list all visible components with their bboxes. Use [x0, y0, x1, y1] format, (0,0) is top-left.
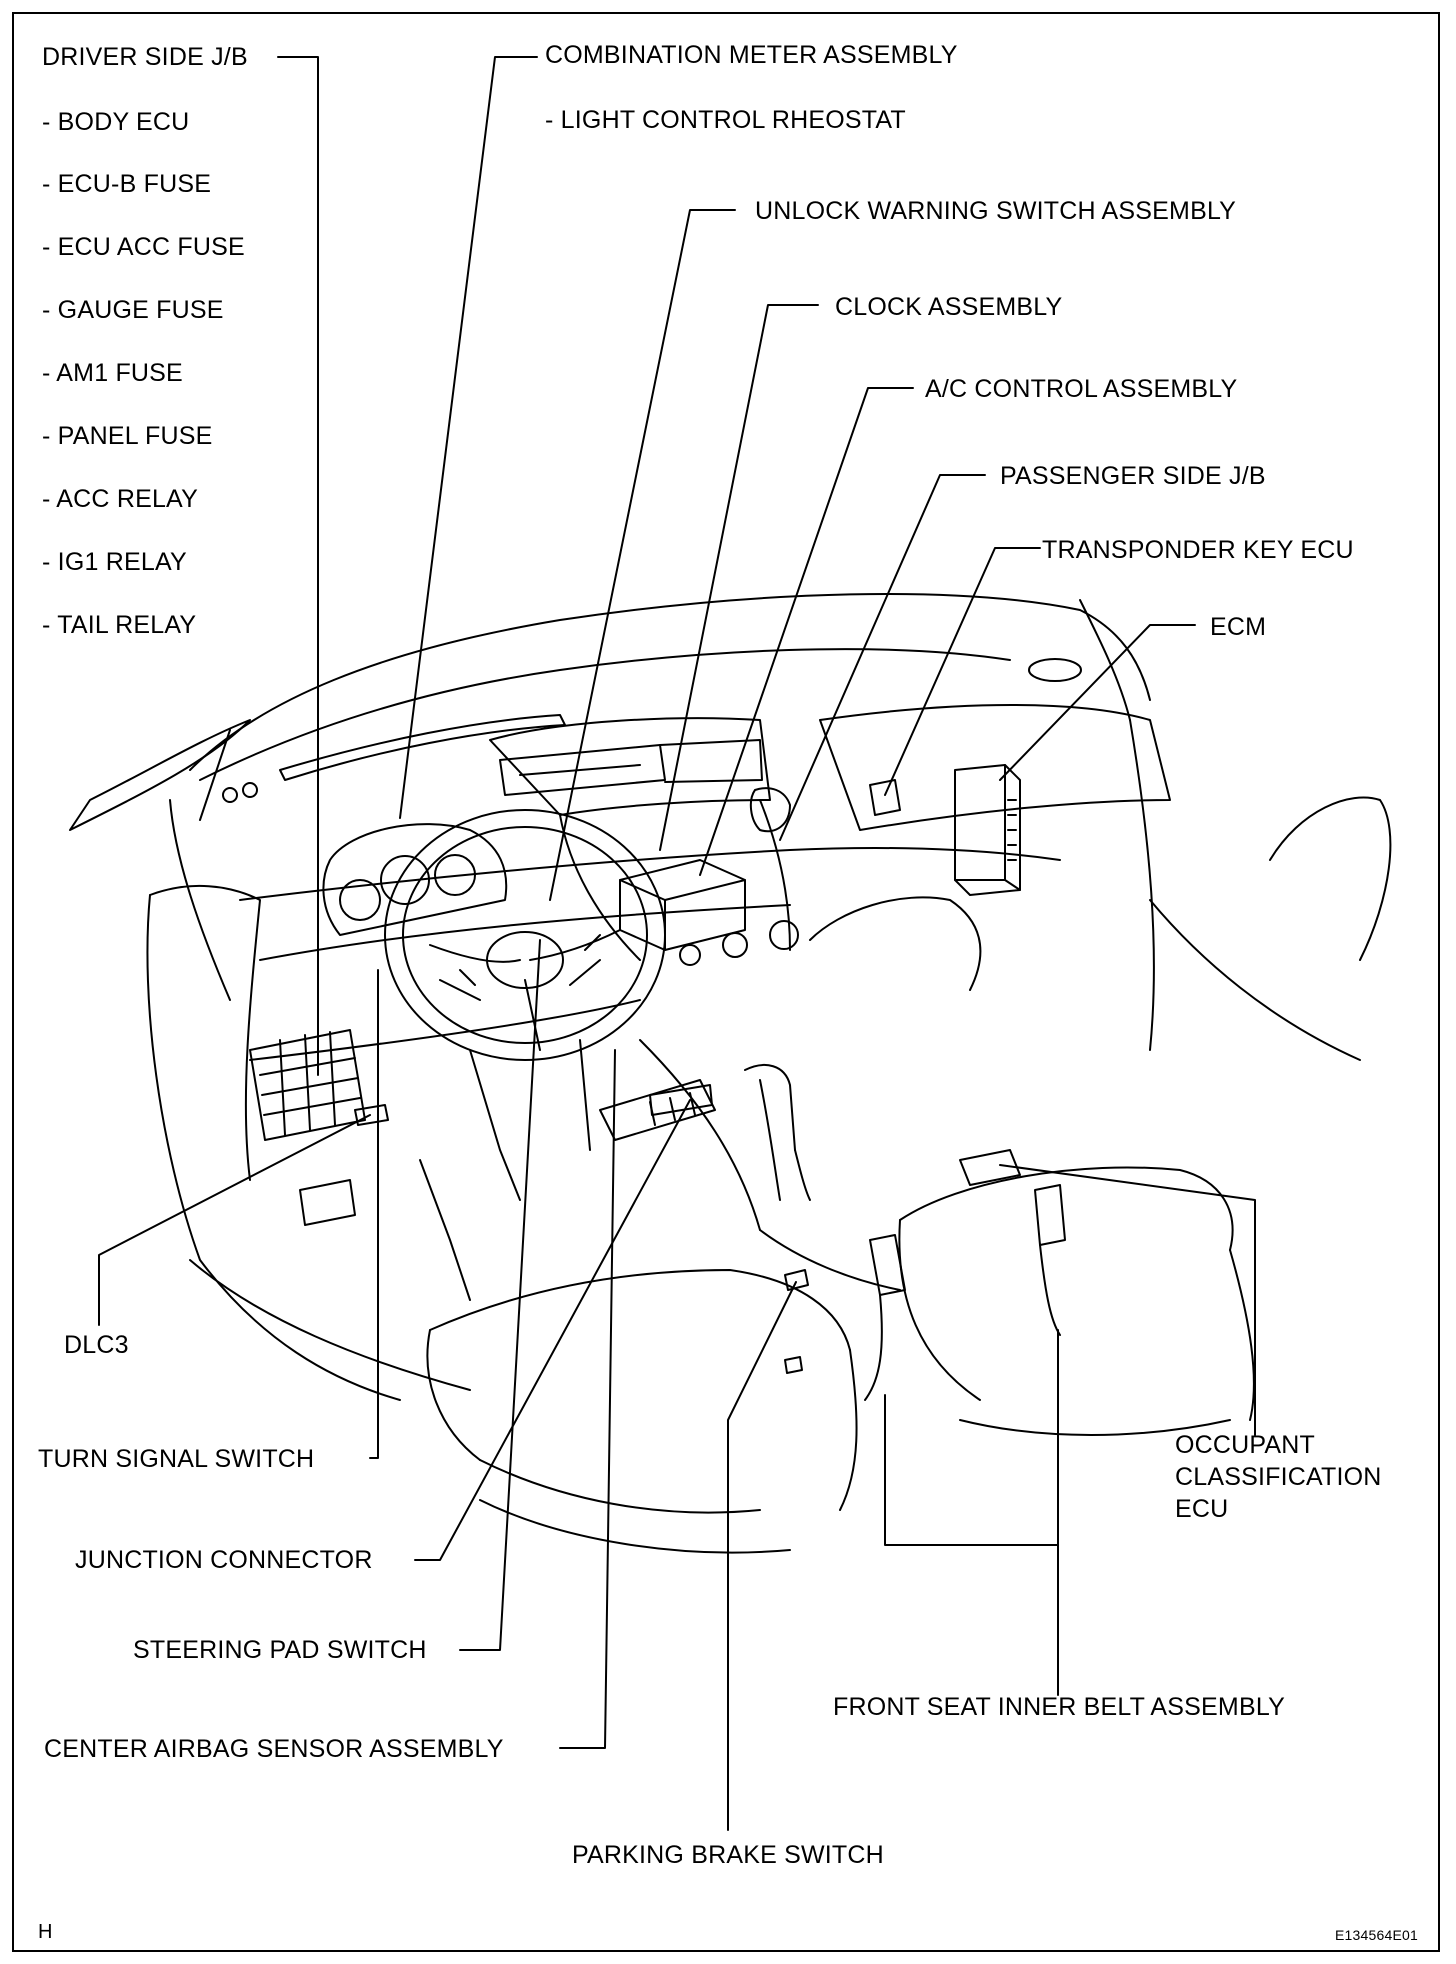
label-driver-side-jb: DRIVER SIDE J/B [42, 43, 248, 71]
label-ecu-b-fuse: - ECU-B FUSE [42, 170, 212, 198]
label-acc-relay: - ACC RELAY [42, 485, 198, 513]
label-occupant-line2: CLASSIFICATION [1175, 1463, 1382, 1491]
label-unlock-warning-switch: UNLOCK WARNING SWITCH ASSEMBLY [755, 197, 1237, 225]
label-panel-fuse: - PANEL FUSE [42, 422, 213, 450]
label-am1-fuse: - AM1 FUSE [42, 359, 183, 387]
label-ecu-acc-fuse: - ECU ACC FUSE [42, 233, 245, 261]
figure-id: E134564E01 [1335, 1927, 1418, 1943]
label-ecm: ECM [1210, 613, 1267, 641]
label-tail-relay: - TAIL RELAY [42, 611, 197, 639]
label-passenger-side-jb: PASSENGER SIDE J/B [1000, 462, 1266, 490]
label-body-ecu: - BODY ECU [42, 108, 190, 136]
label-ac-control-assembly: A/C CONTROL ASSEMBLY [925, 375, 1238, 403]
label-transponder-key-ecu: TRANSPONDER KEY ECU [1042, 536, 1354, 564]
label-parking-brake-switch: PARKING BRAKE SWITCH [572, 1841, 884, 1869]
label-center-airbag-sensor: CENTER AIRBAG SENSOR ASSEMBLY [44, 1735, 504, 1763]
leader-lines [98, 56, 1256, 1831]
label-gauge-fuse: - GAUGE FUSE [42, 296, 224, 324]
label-ig1-relay: - IG1 RELAY [42, 548, 187, 576]
label-occupant-line1: OCCUPANT [1175, 1431, 1316, 1459]
label-occupant-line3: ECU [1175, 1495, 1229, 1523]
diagram-border [12, 12, 1440, 1952]
label-clock-assembly: CLOCK ASSEMBLY [835, 293, 1063, 321]
label-junction-connector: JUNCTION CONNECTOR [75, 1546, 373, 1574]
footer-code: H [38, 1921, 53, 1943]
label-turn-signal-switch: TURN SIGNAL SWITCH [38, 1445, 315, 1473]
dashboard-outline [69, 592, 1392, 1554]
label-light-control-rheostat: - LIGHT CONTROL RHEOSTAT [545, 106, 906, 134]
label-front-seat-inner-belt: FRONT SEAT INNER BELT ASSEMBLY [833, 1693, 1285, 1721]
label-dlc3: DLC3 [64, 1331, 129, 1359]
label-combination-meter: COMBINATION METER ASSEMBLY [545, 41, 958, 69]
label-steering-pad-switch: STEERING PAD SWITCH [133, 1636, 427, 1664]
